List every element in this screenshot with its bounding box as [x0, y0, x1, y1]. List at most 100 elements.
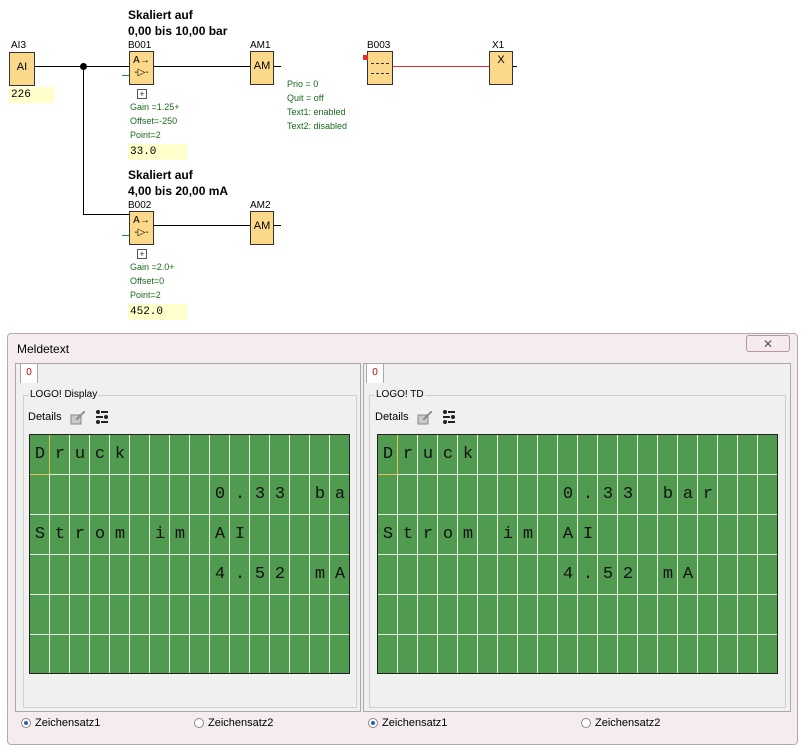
edit-pencil-icon[interactable] [417, 409, 433, 425]
b002-value: 452.0 [128, 304, 187, 320]
lcd-char: o [94, 525, 106, 544]
block-b003-message-text[interactable] [367, 51, 393, 85]
radio-charset2-left[interactable]: Zeichensatz2 [194, 717, 273, 729]
block-label-b003: B003 [367, 40, 391, 51]
dialog-title: Meldetext [17, 342, 70, 356]
lcd-grid [30, 435, 349, 673]
lcd-char: t [402, 525, 414, 544]
lcd-char [90, 555, 110, 595]
block-label-b002: B002 [128, 200, 152, 211]
radio-charset1-right[interactable]: Zeichensatz1 [368, 717, 447, 729]
tab-0[interactable]: 0 [366, 363, 384, 383]
radio-unselected-icon [194, 718, 204, 728]
block-b002-analog-amplifier[interactable]: A→ -▷- [129, 211, 154, 245]
lcd-char: D [382, 445, 394, 464]
radio-label: Zeichensatz1 [382, 717, 448, 729]
lcd-char: 3 [622, 485, 634, 504]
lcd-char: m [114, 525, 126, 544]
lcd-char [30, 555, 50, 595]
group-logo-td: LOGO! TD [369, 389, 786, 708]
lcd-char [130, 475, 150, 515]
lcd-char: A [214, 525, 226, 544]
lcd-char [190, 515, 210, 555]
message-line-icon [371, 63, 389, 64]
lcd-char: S [382, 525, 394, 544]
details-label: Details [375, 411, 409, 423]
radio-label: Zeichensatz2 [595, 717, 661, 729]
lcd-char: D [34, 445, 46, 464]
radio-selected-icon [368, 718, 378, 728]
lcd-char: m [522, 525, 534, 544]
block-label-ai3: AI3 [11, 40, 27, 51]
lcd-char [290, 475, 310, 515]
expand-plus-icon[interactable]: + [137, 89, 147, 99]
settings-toggle-icon[interactable] [441, 409, 457, 425]
block-label-b001: B001 [128, 40, 152, 51]
radio-charset1-left[interactable]: Zeichensatz1 [21, 717, 100, 729]
lcd-char [50, 475, 70, 515]
close-button[interactable]: ✕ [746, 335, 790, 352]
lcd-char [538, 475, 558, 515]
wire [154, 66, 250, 67]
block-x1-text: X [497, 54, 505, 66]
group-logo-display: LOGO! Display [23, 389, 357, 708]
lcd-char: b [662, 485, 674, 504]
radio-label: Zeichensatz1 [35, 717, 101, 729]
lcd-char: m [662, 565, 674, 584]
amplifier-icon: A→ [133, 215, 150, 226]
lcd-char [170, 555, 190, 595]
lcd-char [638, 475, 658, 515]
b003-params: Prio = 0 Quit = off Text1: enabled Text2… [287, 79, 348, 131]
wire [83, 214, 129, 215]
heading-line: 4,00 bis 20,00 mA [128, 184, 229, 198]
lcd-char: . [234, 565, 246, 584]
radio-charset2-right[interactable]: Zeichensatz2 [581, 717, 660, 729]
lcd-char [190, 555, 210, 595]
lcd-char [130, 515, 150, 555]
lcd-char [518, 555, 538, 595]
settings-toggle-icon[interactable] [94, 409, 110, 425]
lcd-char: I [234, 525, 246, 544]
lcd-char: 5 [602, 565, 614, 584]
block-label-am1: AM1 [250, 40, 271, 51]
lcd-char [478, 555, 498, 595]
lcd-char: u [74, 445, 86, 464]
lcd-char [458, 555, 478, 595]
lcd-char: 5 [254, 565, 266, 584]
group-title: LOGO! TD [375, 389, 425, 400]
wire [83, 66, 84, 215]
lcd-char: o [442, 525, 454, 544]
lcd-char [398, 555, 418, 595]
lcd-char [498, 555, 518, 595]
lcd-char [518, 475, 538, 515]
lcd-char: i [502, 525, 514, 544]
block-ai3-text: AI [16, 61, 28, 73]
lcd-char [70, 475, 90, 515]
edit-pencil-icon[interactable] [70, 409, 86, 425]
block-ai3[interactable]: AI [9, 52, 35, 86]
lcd-char [30, 475, 50, 515]
lcd-char [418, 555, 438, 595]
lcd-char: r [402, 445, 414, 464]
block-am2[interactable]: AM [250, 211, 274, 245]
block-b001-analog-amplifier[interactable]: A→ -▷- [129, 51, 154, 85]
expand-plus-icon[interactable]: + [137, 249, 147, 259]
lcd-char: m [314, 565, 326, 584]
lcd-char: A [334, 565, 346, 584]
lcd-char [190, 475, 210, 515]
connector [122, 235, 129, 236]
lcd-char [70, 555, 90, 595]
lcd-char: a [682, 485, 694, 504]
lcd-char [538, 555, 558, 595]
tab-0[interactable]: 0 [20, 363, 38, 383]
red-connector [363, 55, 368, 60]
block-am1[interactable]: AM [250, 51, 274, 85]
block-x1[interactable]: X [489, 51, 513, 85]
heading-line: Skaliert auf [128, 168, 193, 182]
